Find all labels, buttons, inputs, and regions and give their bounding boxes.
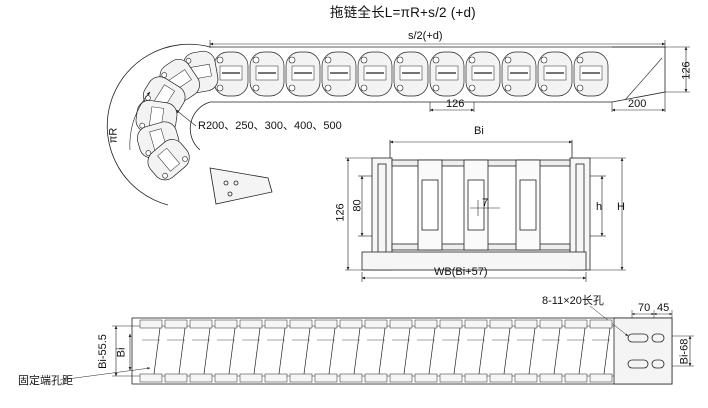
bend-label: πR	[107, 127, 120, 144]
plan-link	[439, 319, 463, 383]
end-label: 200	[628, 98, 647, 110]
chain-link	[465, 51, 501, 97]
plan-link	[314, 319, 338, 383]
plan-link	[339, 319, 363, 383]
dim-45-label: 45	[657, 302, 670, 314]
chain-cross-section	[345, 140, 626, 282]
chain-link	[501, 51, 537, 97]
bend-length-arrow	[129, 91, 151, 151]
radius-leader	[175, 109, 197, 127]
bend-outer-edge	[106, 43, 211, 206]
bend-link	[147, 139, 190, 181]
end-bracket-plan	[613, 317, 673, 385]
plan-link	[214, 319, 238, 383]
chain-link	[357, 51, 393, 97]
plan-link	[364, 319, 388, 383]
chain-link	[429, 51, 465, 97]
outer-width-label: WB(Bi+57)	[434, 266, 488, 278]
left-outer-label: Bi-55.5	[96, 334, 109, 369]
chain-links-straight	[213, 51, 609, 97]
gap-label: 7	[482, 197, 489, 209]
H-label: H	[617, 201, 625, 213]
chain-link	[285, 51, 321, 97]
plan-link	[464, 319, 488, 383]
chain-link	[393, 51, 429, 97]
plan-link	[264, 319, 288, 383]
bend-inner-edge	[189, 101, 211, 151]
plan-link	[414, 319, 438, 383]
right-label: Bi-68	[678, 338, 691, 365]
height-label: 126	[680, 61, 693, 80]
chain-links-plan	[139, 319, 613, 383]
radius-label: R200、250、300、400、500	[198, 120, 342, 132]
plan-link	[489, 319, 513, 383]
moving-end-bracket	[611, 46, 666, 103]
slot-label: 8-11×20长孔	[542, 295, 604, 307]
pitch-label: 126	[446, 98, 465, 110]
chain-link	[537, 51, 573, 97]
h-label: h	[596, 201, 603, 213]
span-label: s/2(+d)	[408, 30, 443, 42]
chain-side-view	[106, 43, 666, 206]
plan-link	[539, 319, 563, 383]
plan-link	[589, 319, 613, 383]
chain-link	[321, 51, 357, 97]
base-plate	[361, 251, 587, 271]
plan-link	[239, 319, 263, 383]
mount-leader	[59, 367, 151, 381]
plan-link	[189, 319, 213, 383]
left-inner-label: Bi	[115, 347, 128, 358]
outer-height-label: 126	[334, 203, 347, 222]
mount-label: 固定端孔距	[18, 375, 73, 387]
diagram-title: 拖链全长L=πR+s/2 (+d)	[330, 5, 476, 20]
chain-link	[249, 51, 285, 97]
inner-width-label: Bi	[474, 125, 484, 137]
plan-link	[164, 319, 188, 383]
dim-70-label: 70	[638, 302, 651, 314]
chain-link	[573, 51, 609, 97]
plan-link	[289, 319, 313, 383]
chain-links-bend	[135, 50, 219, 181]
chain-top-view	[59, 305, 694, 385]
fixed-end-bracket	[209, 167, 273, 205]
chain-link	[213, 51, 249, 97]
inner-height-label: 80	[351, 199, 364, 212]
plan-link	[389, 319, 413, 383]
plan-link	[514, 319, 538, 383]
plan-link	[564, 319, 588, 383]
plan-link	[139, 319, 163, 383]
